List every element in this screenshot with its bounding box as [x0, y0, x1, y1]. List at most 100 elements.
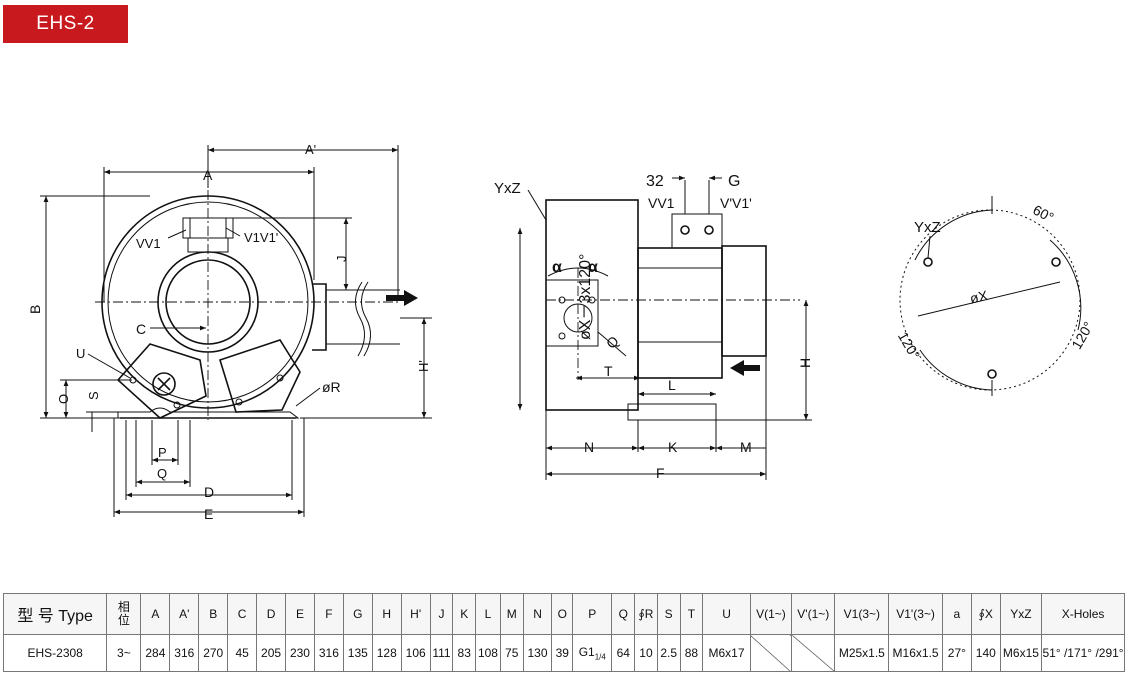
header-cell: V1'(3~)	[888, 593, 943, 635]
table-cell: 111	[429, 634, 454, 672]
header-cell: H	[371, 593, 402, 635]
dim-label-o: O	[56, 394, 71, 404]
table-cell: 108	[475, 634, 501, 672]
header-cell: B	[198, 593, 229, 635]
header-cell: O	[551, 593, 574, 635]
dim-label-a-prime: A'	[305, 142, 316, 157]
header-cell: L	[475, 593, 501, 635]
header-cell: F	[313, 593, 344, 635]
port-label-vv1: VV1	[136, 236, 161, 251]
header-cell: A'	[169, 593, 200, 635]
yxz-label-flange: YxZ	[914, 219, 941, 236]
header-cell: V'(1~)	[791, 593, 836, 635]
header-cell: T	[679, 593, 704, 635]
header-cell: A	[140, 593, 171, 635]
header-cell: K	[452, 593, 477, 635]
header-cell: N	[522, 593, 553, 635]
header-cell: H'	[400, 593, 431, 635]
header-cell: X-Holes	[1041, 593, 1125, 635]
header-cell: ∮R	[634, 593, 658, 635]
dim-label-t: T	[604, 363, 613, 379]
table-cell: 270	[198, 634, 229, 672]
table-cell: 205	[256, 634, 287, 672]
dim-label-q-side: Q	[603, 333, 622, 352]
table-cell: M25x1.5	[834, 634, 890, 672]
table-cell: 140	[970, 634, 1001, 672]
dim-label-l: L	[668, 377, 676, 393]
alpha-label-1: α	[552, 259, 562, 276]
table-cell-p: G11/4	[572, 634, 613, 672]
table-cell: 10	[634, 634, 658, 672]
port-label-v1v1: V1V1'	[244, 230, 278, 245]
p-subscript: 1/4	[594, 652, 606, 662]
alpha-label-2: α	[588, 259, 598, 276]
dim-label-n: N	[584, 439, 594, 455]
dim-label-g: G	[728, 173, 740, 190]
header-cell: a	[941, 593, 972, 635]
yxz-label-side: YxZ	[494, 180, 521, 197]
dim-label-b: B	[27, 305, 43, 314]
header-cell: E	[285, 593, 315, 635]
dim-label-s: S	[86, 391, 101, 400]
dim-label-m: M	[740, 439, 752, 455]
table-cell: 75	[499, 634, 524, 672]
table-cell: 39	[551, 634, 574, 672]
table-cell: 51° /171° /291°	[1041, 634, 1125, 672]
dim-label-p: P	[158, 445, 167, 460]
header-cell: G	[342, 593, 373, 635]
table-cell: 27°	[941, 634, 972, 672]
table-cell: 64	[611, 634, 636, 672]
model-badge: EHS-2	[3, 5, 128, 43]
header-cell: Q	[611, 593, 636, 635]
flange-view: øX YxZ 60° 120° 120°	[895, 196, 1097, 396]
table-cell: 135	[342, 634, 373, 672]
header-cell: 型 号 Type	[2, 593, 108, 635]
table-cell: 284	[140, 634, 171, 672]
header-phase: 相位	[117, 600, 130, 627]
table-cell: M6x15	[999, 634, 1043, 672]
inlet-arrow-icon	[730, 360, 760, 376]
port-label-v1v1-side: V'V1'	[720, 195, 752, 211]
header-cell: YxZ	[999, 593, 1043, 635]
header-cell: 相位	[106, 593, 142, 635]
technical-drawing: A' A B J H' C VV1 V1V1' U O S P	[27, 142, 1097, 522]
table-cell: 83	[452, 634, 477, 672]
dim-label-u: U	[76, 346, 85, 361]
dim-label-d: D	[204, 484, 214, 500]
front-view: A' A B J H' C VV1 V1V1' U O S P	[27, 142, 432, 522]
angle-120-label-a: 120°	[895, 329, 923, 362]
table-cell: 2.5	[656, 634, 681, 672]
table-cell: 45	[227, 634, 258, 672]
table-row: EHS-2308 3~ 284 316 270 45 205 230 316 1…	[2, 634, 1125, 672]
angle-60-label: 60°	[1030, 201, 1056, 225]
x-angle-label: øX－3x120°	[577, 254, 594, 340]
table-header-row: 型 号 Type 相位 A A' B C D E F G H H' J K L …	[2, 593, 1125, 635]
table-cell: 130	[522, 634, 553, 672]
dim-label-q: Q	[157, 466, 167, 481]
dim-label-32: 32	[646, 173, 664, 190]
table-cell: 128	[371, 634, 402, 672]
table-cell: 88	[679, 634, 704, 672]
dim-label-f: F	[656, 465, 665, 481]
header-cell: M	[499, 593, 524, 635]
table-cell: 316	[313, 634, 344, 672]
flange-x-label: øX	[968, 287, 989, 307]
dim-label-j: J	[334, 256, 349, 263]
angle-120-label-b: 120°	[1068, 319, 1096, 352]
port-label-vv1-side: VV1	[648, 195, 675, 211]
header-cell: C	[227, 593, 258, 635]
dim-label-k: K	[668, 439, 678, 455]
header-cell: S	[656, 593, 681, 635]
outlet-arrow-icon	[386, 290, 418, 306]
header-cell: U	[702, 593, 751, 635]
dim-label-h: H	[797, 358, 813, 368]
table-cell: EHS-2308	[2, 634, 108, 672]
header-cell: ∮X	[970, 593, 1001, 635]
dim-label-h-prime: H'	[416, 360, 431, 372]
side-view: 32 G VV1 V'V1' YxZ øX－3x120° α α Q T L H…	[494, 173, 813, 481]
dim-label-r: øR	[322, 379, 341, 395]
table-cell: 316	[169, 634, 200, 672]
dim-label-e: E	[204, 506, 213, 522]
table-cell: 106	[400, 634, 431, 672]
table-cell-empty	[791, 634, 836, 672]
